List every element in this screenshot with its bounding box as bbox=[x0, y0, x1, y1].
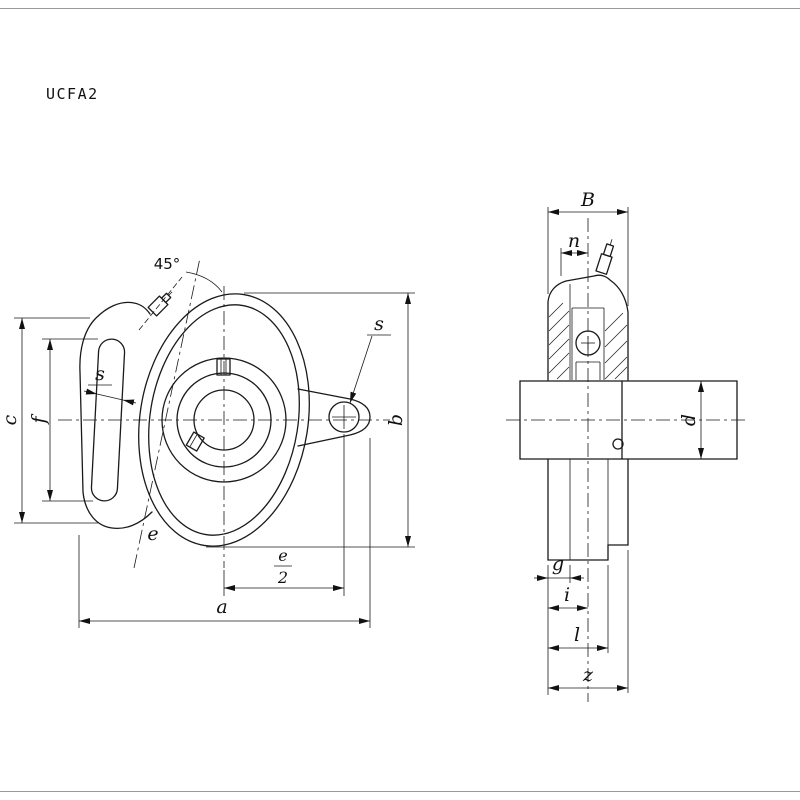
side-centerlines bbox=[506, 218, 748, 702]
dimension-B: B bbox=[547, 189, 629, 306]
dimension-a: a bbox=[78, 438, 371, 628]
dimension-i: i bbox=[548, 584, 588, 611]
dim-e-label: e bbox=[147, 523, 158, 545]
dimension-g: g bbox=[534, 553, 584, 695]
dimension-d: d bbox=[678, 381, 704, 459]
dimension-z: z bbox=[548, 550, 629, 693]
collar-screw bbox=[612, 438, 624, 450]
dim-i-label: i bbox=[564, 584, 570, 606]
dim-s-slot-label: s bbox=[95, 363, 105, 385]
dimension-b: b bbox=[206, 292, 415, 548]
set-screw-top bbox=[216, 358, 231, 376]
housing-body bbox=[79, 291, 371, 547]
left-lobe bbox=[79, 301, 153, 530]
side-set-screw bbox=[595, 239, 615, 275]
drawing-title: UCFA2 bbox=[46, 85, 99, 103]
inner-ring bbox=[176, 372, 272, 468]
dim-n-label: n bbox=[568, 230, 580, 252]
dim-s-hole-label: s bbox=[374, 313, 384, 335]
housing-outer-oval bbox=[138, 293, 310, 547]
shaft bbox=[519, 380, 738, 460]
dimension-n: n bbox=[560, 230, 588, 276]
housing-inner-oval bbox=[148, 304, 300, 536]
side-housing-lower bbox=[547, 458, 629, 561]
grease-fitting-icon bbox=[147, 291, 173, 317]
dim-l-label: l bbox=[574, 624, 580, 646]
dim-z-label: z bbox=[582, 664, 594, 686]
dim-b-label: b bbox=[385, 414, 407, 426]
dim-d-label: d bbox=[678, 414, 700, 426]
front-view: 45° c f s s bbox=[0, 255, 415, 628]
section-hatching bbox=[548, 302, 628, 380]
mounting-slot bbox=[90, 338, 126, 502]
dimension-l: l bbox=[548, 565, 609, 653]
dim-e-half-denominator: 2 bbox=[277, 568, 288, 587]
shaft-bore bbox=[193, 389, 255, 451]
dim-a-label: a bbox=[216, 596, 227, 618]
dim-g-label: g bbox=[552, 553, 564, 575]
angle-45-label: 45° bbox=[154, 255, 181, 273]
dimension-c: c bbox=[0, 317, 98, 524]
bearing-rings bbox=[161, 357, 287, 483]
dim-B-label: B bbox=[580, 189, 595, 211]
outer-ring bbox=[161, 357, 287, 483]
dim-f-label: f bbox=[28, 414, 50, 426]
dim-e-half-numerator: e bbox=[278, 546, 287, 565]
front-centerlines bbox=[58, 257, 390, 569]
side-view: B n d g i l bbox=[506, 189, 748, 702]
set-screw-lower bbox=[185, 431, 205, 452]
dim-c-label: c bbox=[0, 414, 21, 425]
bolt-hole bbox=[328, 401, 360, 433]
bearing-ball bbox=[575, 330, 601, 356]
dimension-s-slot: s bbox=[83, 363, 137, 406]
side-housing-upper bbox=[547, 239, 629, 381]
dimension-s-hole: s bbox=[349, 313, 391, 404]
right-lobe bbox=[297, 388, 371, 447]
dimension-e-half: e 2 bbox=[223, 434, 345, 596]
dimension-f: f bbox=[28, 338, 98, 502]
